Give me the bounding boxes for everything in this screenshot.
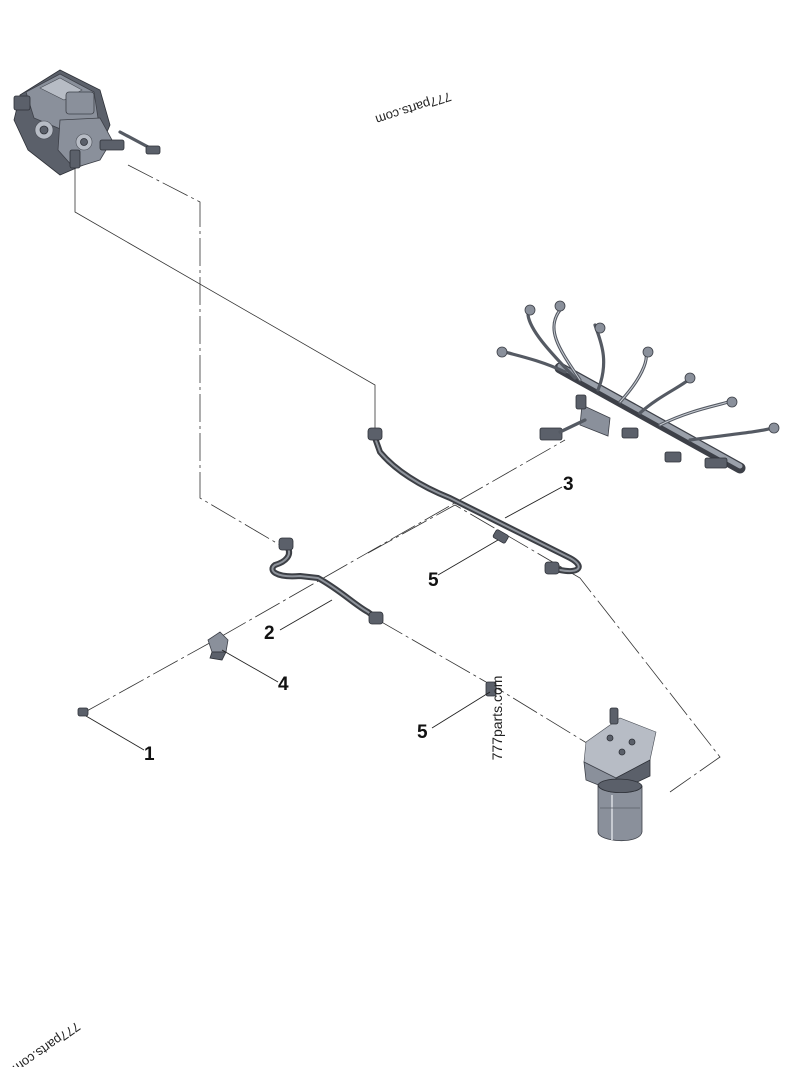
- fuel-tube-3: [367, 427, 582, 575]
- ref-line-pump-to-rail-tube: [74, 165, 376, 430]
- leader-5-upper: [437, 539, 499, 576]
- fuel-tube-2: [269, 537, 384, 625]
- assembly-lines: [74, 164, 721, 793]
- leader-4: [221, 649, 279, 683]
- callout-5-upper: 5: [428, 570, 439, 591]
- callout-1: 1: [144, 744, 155, 765]
- fitting-5-upper: [492, 529, 509, 544]
- watermark-bottom-left: 777parts.com: [10, 1019, 83, 1067]
- callout-3: 3: [563, 474, 574, 495]
- watermark-center: 777parts.com: [489, 676, 505, 761]
- ref-line-pump-to-tube-2: [127, 164, 281, 546]
- leader-lines: [85, 486, 563, 751]
- bolt-1: [77, 707, 89, 717]
- ref-line-tube-2-to-filter: [377, 619, 591, 746]
- watermark-top: 777parts.com: [374, 89, 454, 128]
- injection-pump: [13, 69, 161, 176]
- ref-line-bolt-to-rail: [84, 439, 566, 713]
- leader-3: [504, 486, 563, 519]
- callout-5-lower: 5: [417, 722, 428, 743]
- callout-4: 4: [278, 674, 289, 695]
- leader-5-lower: [431, 691, 491, 729]
- common-rail-assembly: [496, 300, 780, 474]
- bracket-4: [207, 631, 229, 661]
- leader-1: [85, 715, 145, 751]
- ref-line-tube-3-to-filter: [367, 504, 721, 793]
- callout-2: 2: [264, 623, 275, 644]
- leader-2: [279, 599, 333, 631]
- fuel-filter: [583, 707, 657, 842]
